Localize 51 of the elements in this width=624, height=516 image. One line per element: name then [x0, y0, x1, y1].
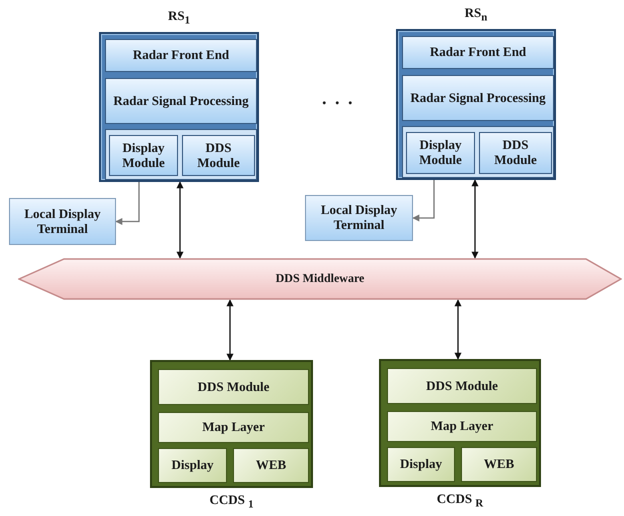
connector-arrow	[472, 179, 478, 259]
module-box	[158, 369, 309, 405]
module-box	[387, 411, 537, 442]
module-box	[402, 75, 554, 121]
terminal-box	[305, 195, 413, 241]
module-box	[406, 132, 475, 174]
module-label: Display	[400, 457, 442, 472]
station-label: RS$_{1}$	[166, 8, 192, 27]
module-label: Display Module	[418, 138, 463, 168]
module-box	[109, 135, 178, 176]
module-panel	[105, 129, 257, 180]
module-label: WEB	[256, 458, 286, 473]
module-box	[105, 39, 257, 72]
module-box	[158, 448, 227, 483]
module-label: Display Module	[121, 140, 166, 170]
band-label: DDS Middleware	[276, 272, 364, 286]
connector-arrow	[226, 299, 234, 361]
module-box	[182, 135, 255, 176]
connector-arrow	[412, 180, 435, 222]
connector-arrow	[115, 182, 140, 225]
module-label: DDS Module	[493, 138, 538, 168]
module-label: Radar Front End	[430, 45, 526, 60]
module-label: DDS Module	[426, 378, 498, 394]
module-panel	[402, 126, 554, 178]
module-box	[387, 368, 537, 404]
module-box	[105, 78, 257, 124]
connector-arrow	[176, 181, 184, 259]
module-box	[387, 447, 455, 482]
module-box	[158, 412, 309, 443]
module-label: Local Display Terminal	[320, 203, 398, 233]
module-label: WEB	[484, 457, 514, 472]
module-label: DDS Module	[196, 140, 241, 170]
module-label: Radar Front End	[132, 48, 230, 63]
station-label: CCDS $_{R}$	[436, 491, 484, 510]
module-box	[233, 448, 309, 483]
module-box	[479, 132, 552, 174]
module-label: Map Layer	[202, 420, 265, 435]
ellipsis-label: . . .	[322, 88, 354, 109]
connector-arrow	[454, 299, 462, 360]
module-label: Radar Signal Processing	[113, 94, 249, 108]
module-label: DDS Module	[198, 380, 270, 394]
module-label: Map Layer	[430, 419, 494, 434]
terminal-box	[9, 198, 116, 245]
station-label: RS$_{n}$	[464, 5, 488, 24]
station-label: CCDS $_{1}$	[208, 492, 255, 511]
module-label: Local Display Terminal	[23, 206, 102, 236]
module-label: Display	[172, 458, 214, 473]
module-box	[461, 447, 537, 482]
module-label: Radar Signal Processing	[410, 90, 546, 106]
middleware-band	[18, 258, 622, 300]
module-box	[402, 36, 554, 69]
